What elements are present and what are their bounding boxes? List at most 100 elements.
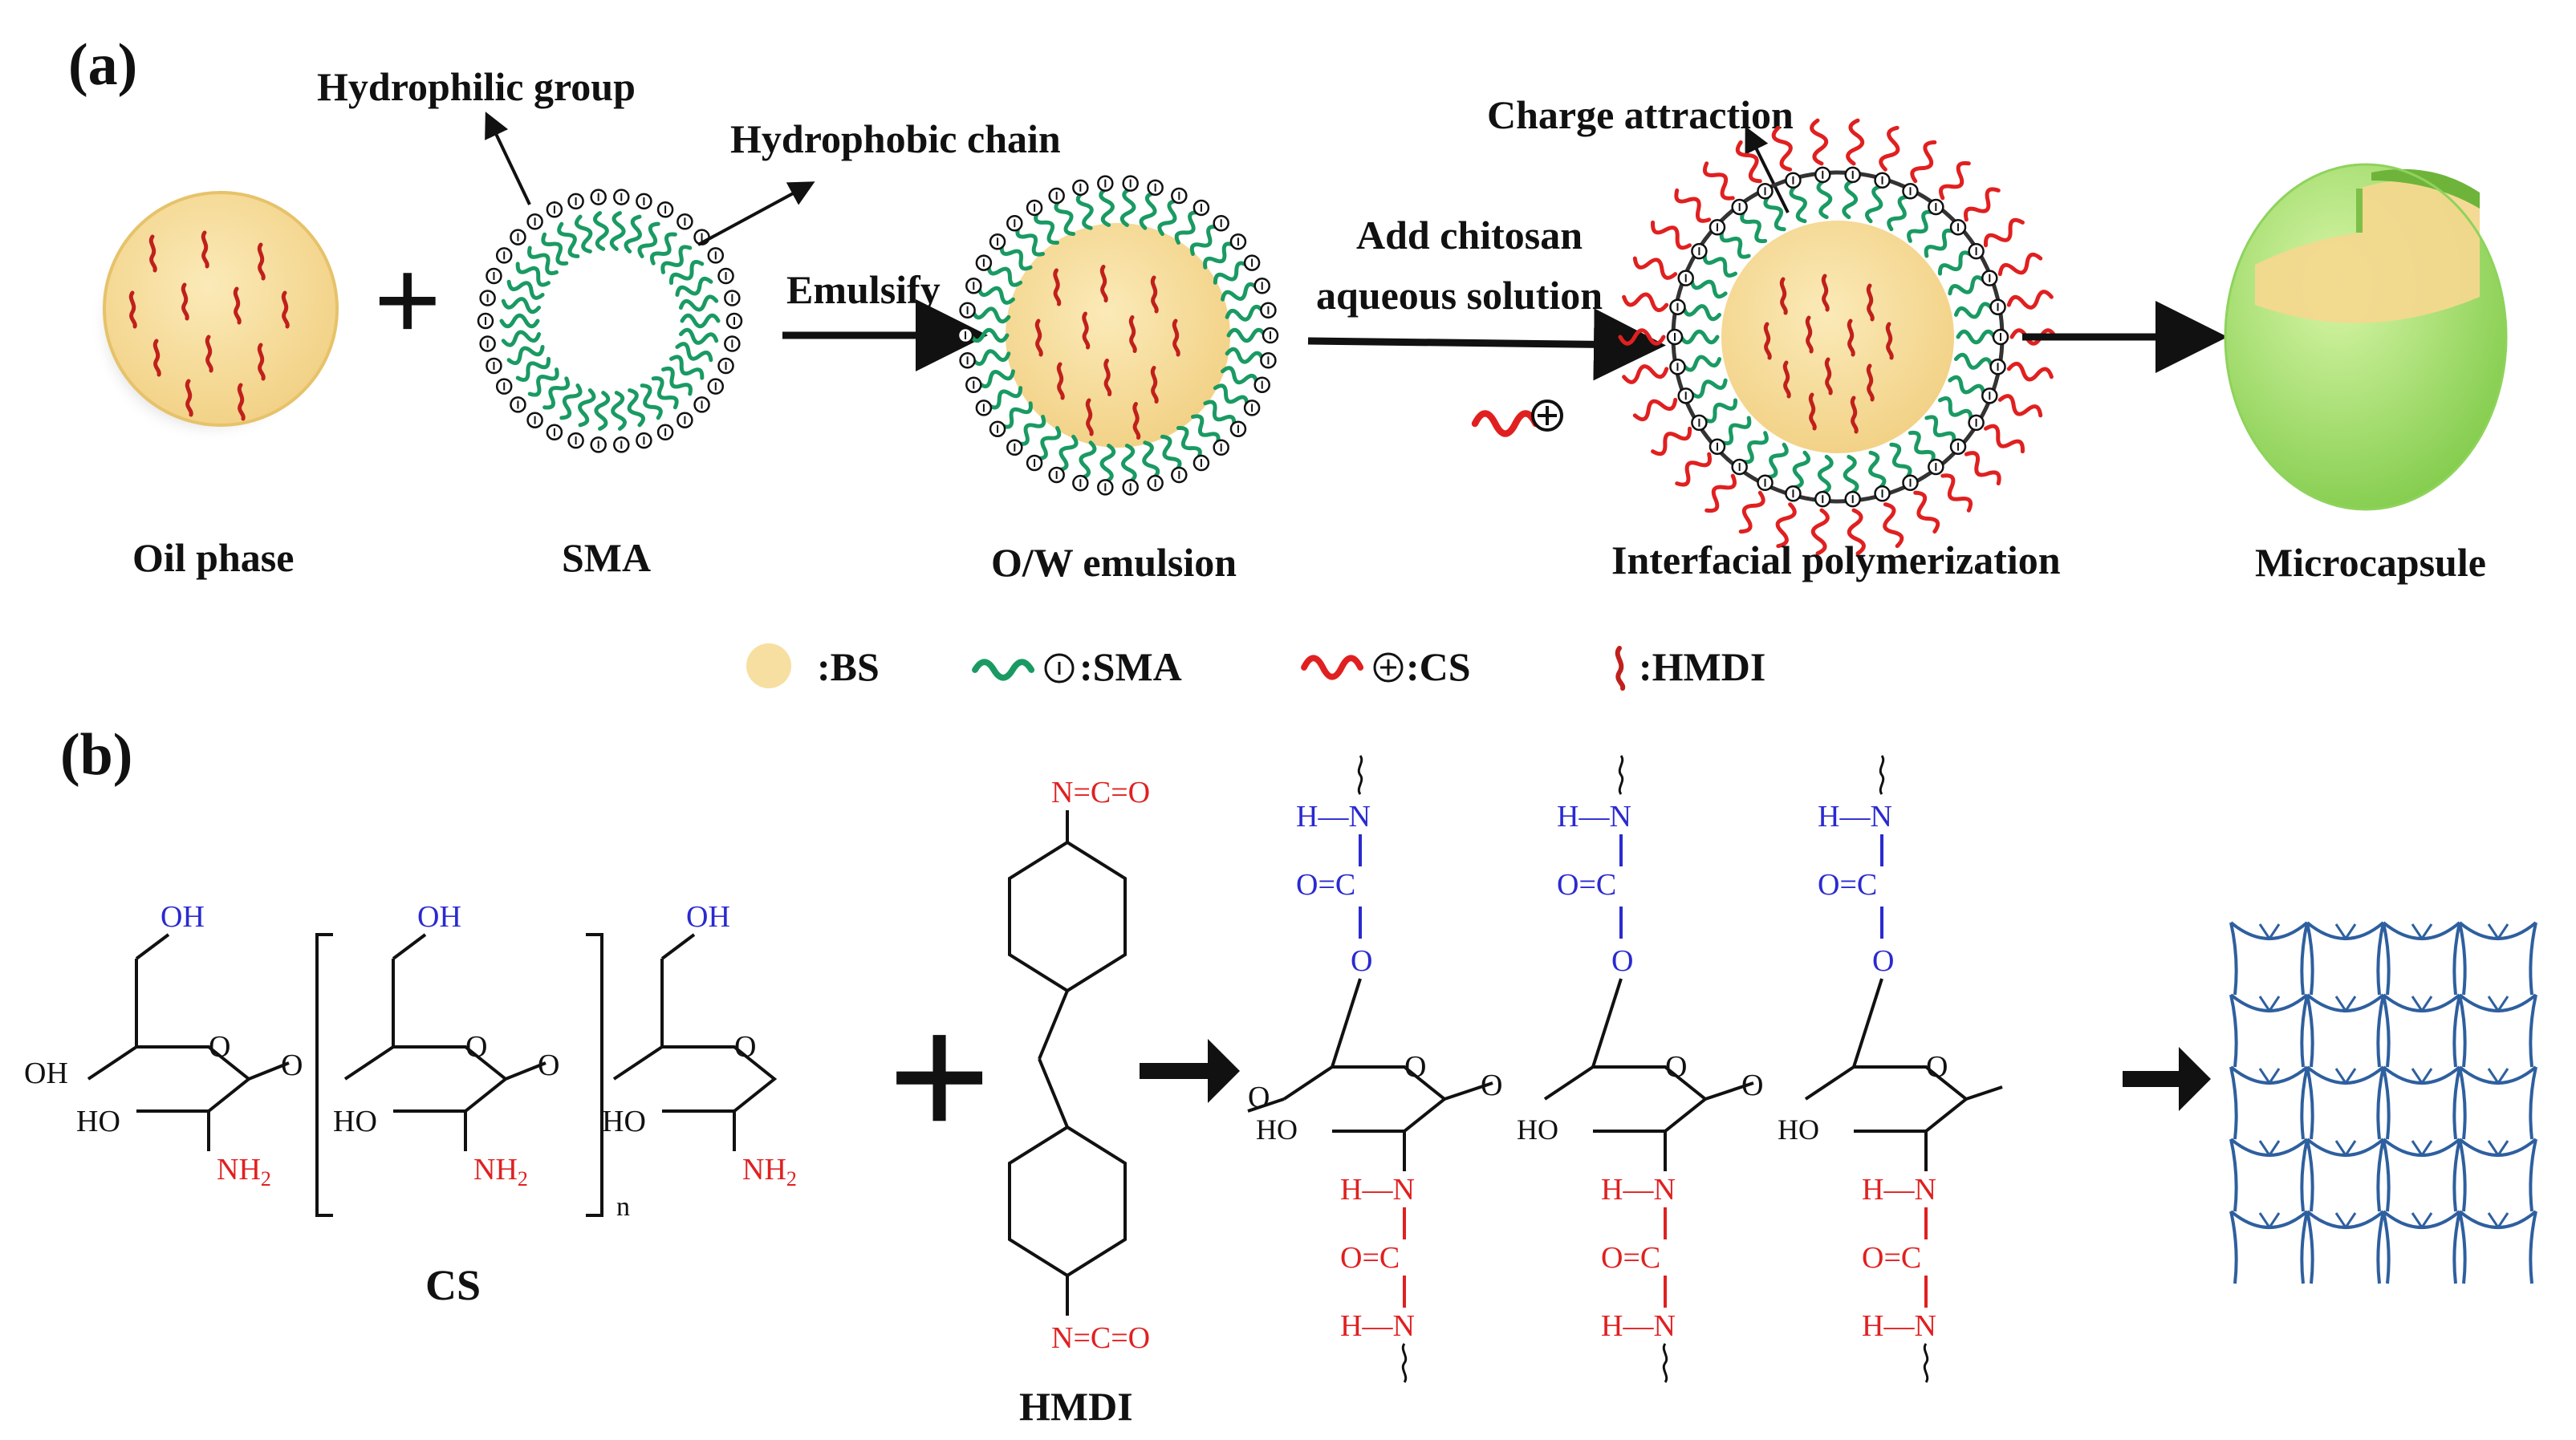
ch2-bond — [392, 933, 427, 960]
network-cell — [2382, 1210, 2461, 1284]
hmdi-dash — [1821, 274, 1830, 312]
cs-chain — [1883, 502, 1904, 549]
sma-molecule — [1075, 191, 1094, 230]
ring-oxygen: O — [209, 1030, 230, 1064]
sma-molecule — [1221, 282, 1259, 302]
urea-nh: H—N — [1601, 1309, 1676, 1343]
negative-charge-icon — [1253, 376, 1270, 393]
negative-charge-icon — [1814, 490, 1831, 508]
negative-charge-icon — [707, 247, 725, 264]
sma-molecule — [1817, 454, 1834, 495]
add-chitosan-label-1: Add chitosan — [1356, 213, 1583, 258]
sma-molecule — [1816, 179, 1833, 220]
ch2-bond — [1331, 978, 1362, 1068]
sma-molecule — [1679, 329, 1720, 345]
microcapsule-graphic — [2224, 163, 2508, 511]
hmdi-dash — [1099, 265, 1108, 302]
sma-molecule — [624, 214, 642, 254]
sma-molecule — [609, 211, 626, 251]
sma-molecule — [1702, 252, 1737, 278]
ch2-bond — [660, 933, 696, 960]
sma-molecule — [970, 349, 1011, 367]
negative-charge-icon — [1097, 479, 1114, 496]
sma-molecule — [661, 366, 693, 396]
network-node — [2411, 1212, 2433, 1228]
glycosidic-bond — [248, 1061, 290, 1081]
sma-molecule — [678, 294, 719, 312]
network-node — [2487, 1212, 2509, 1228]
cs-chain — [1964, 187, 2001, 222]
cs-chain — [1940, 473, 1973, 513]
negative-charge-icon — [1814, 166, 1831, 184]
network-cell — [2306, 1138, 2385, 1212]
cs-chain — [1651, 220, 1692, 250]
hmdi-dash — [257, 242, 266, 281]
negative-charge-icon — [486, 357, 502, 375]
sma-molecule — [977, 369, 1015, 389]
negative-charge-icon — [1072, 179, 1089, 197]
network-cell — [2306, 1065, 2385, 1140]
legend-hmdi-label: :HMDI — [1639, 644, 1765, 689]
sma-molecule — [1938, 396, 1973, 422]
chain-continuation — [1662, 1343, 1668, 1383]
sma-molecule — [669, 355, 705, 380]
ow-emulsion-label: O/W emulsion — [991, 540, 1237, 585]
hmdi-dash — [1866, 283, 1875, 322]
charge-pointer — [1745, 126, 1790, 213]
sma-molecule — [1054, 198, 1076, 237]
network-cell — [2382, 1065, 2461, 1140]
chain-continuation — [1923, 1343, 1929, 1383]
cs-chain — [2006, 290, 2054, 310]
negative-charge-icon — [636, 193, 652, 210]
hmdi-dash — [1866, 363, 1875, 402]
network-node — [2411, 923, 2433, 939]
hmdi-dash — [1763, 322, 1772, 360]
microcapsule-label: Microcapsule — [2255, 540, 2486, 585]
chain-continuation — [1401, 1343, 1408, 1383]
reaction-arrow-1 — [1140, 1039, 1240, 1103]
sma-molecule — [651, 376, 679, 410]
negative-charge-icon — [495, 247, 513, 264]
network-node — [2487, 996, 2509, 1012]
negative-charge-icon — [1048, 187, 1065, 205]
hmdi-dash — [233, 286, 242, 325]
cs-chain — [1879, 125, 1900, 172]
charge-attraction-callout: Charge attraction — [1487, 92, 1794, 137]
network-node — [2487, 923, 2509, 939]
hmdi-dash — [1824, 357, 1833, 395]
sma-molecule — [515, 356, 551, 382]
sma-molecule — [1157, 198, 1180, 237]
hmdi-dash — [1847, 318, 1855, 357]
negative-charge-icon — [1928, 458, 1944, 476]
negative-charge-icon — [1171, 466, 1188, 484]
sma-molecule — [1015, 225, 1046, 257]
ring-oxygen: O — [1665, 1050, 1687, 1084]
urea-nh: H—N — [1340, 1309, 1415, 1343]
network-cell — [2382, 1138, 2461, 1212]
negative-charge-icon — [1072, 474, 1089, 492]
hydrophilic-pointer — [485, 112, 531, 205]
negative-charge-icon — [1949, 438, 1967, 456]
sma-molecule — [1203, 241, 1236, 270]
negative-charge-icon — [1677, 387, 1694, 404]
terminal-oh: OH — [24, 1057, 68, 1090]
sma-molecule — [1889, 442, 1912, 480]
negative-charge-icon — [1026, 454, 1043, 472]
hmdi-dash — [237, 383, 246, 421]
network-node — [2258, 996, 2281, 1012]
sma-molecule — [977, 286, 1015, 305]
network-cell — [2458, 1210, 2537, 1284]
negative-charge-icon — [1989, 298, 2006, 315]
negative-charge-icon — [975, 254, 993, 271]
cs-chain — [1939, 160, 1971, 201]
negative-charge-icon — [989, 420, 1006, 437]
glycosidic-oxygen: O — [1741, 1069, 1763, 1102]
hydroxyl-ho: HO — [1256, 1113, 1298, 1146]
sma-molecule — [1868, 450, 1887, 490]
legend-hmdi-swatch — [1615, 646, 1626, 691]
sma-molecule — [1016, 415, 1046, 446]
negative-charge-icon — [1928, 198, 1944, 216]
cs-chain — [1618, 328, 1666, 346]
sma-molecule — [999, 243, 1033, 271]
negative-charge-icon — [677, 213, 693, 230]
